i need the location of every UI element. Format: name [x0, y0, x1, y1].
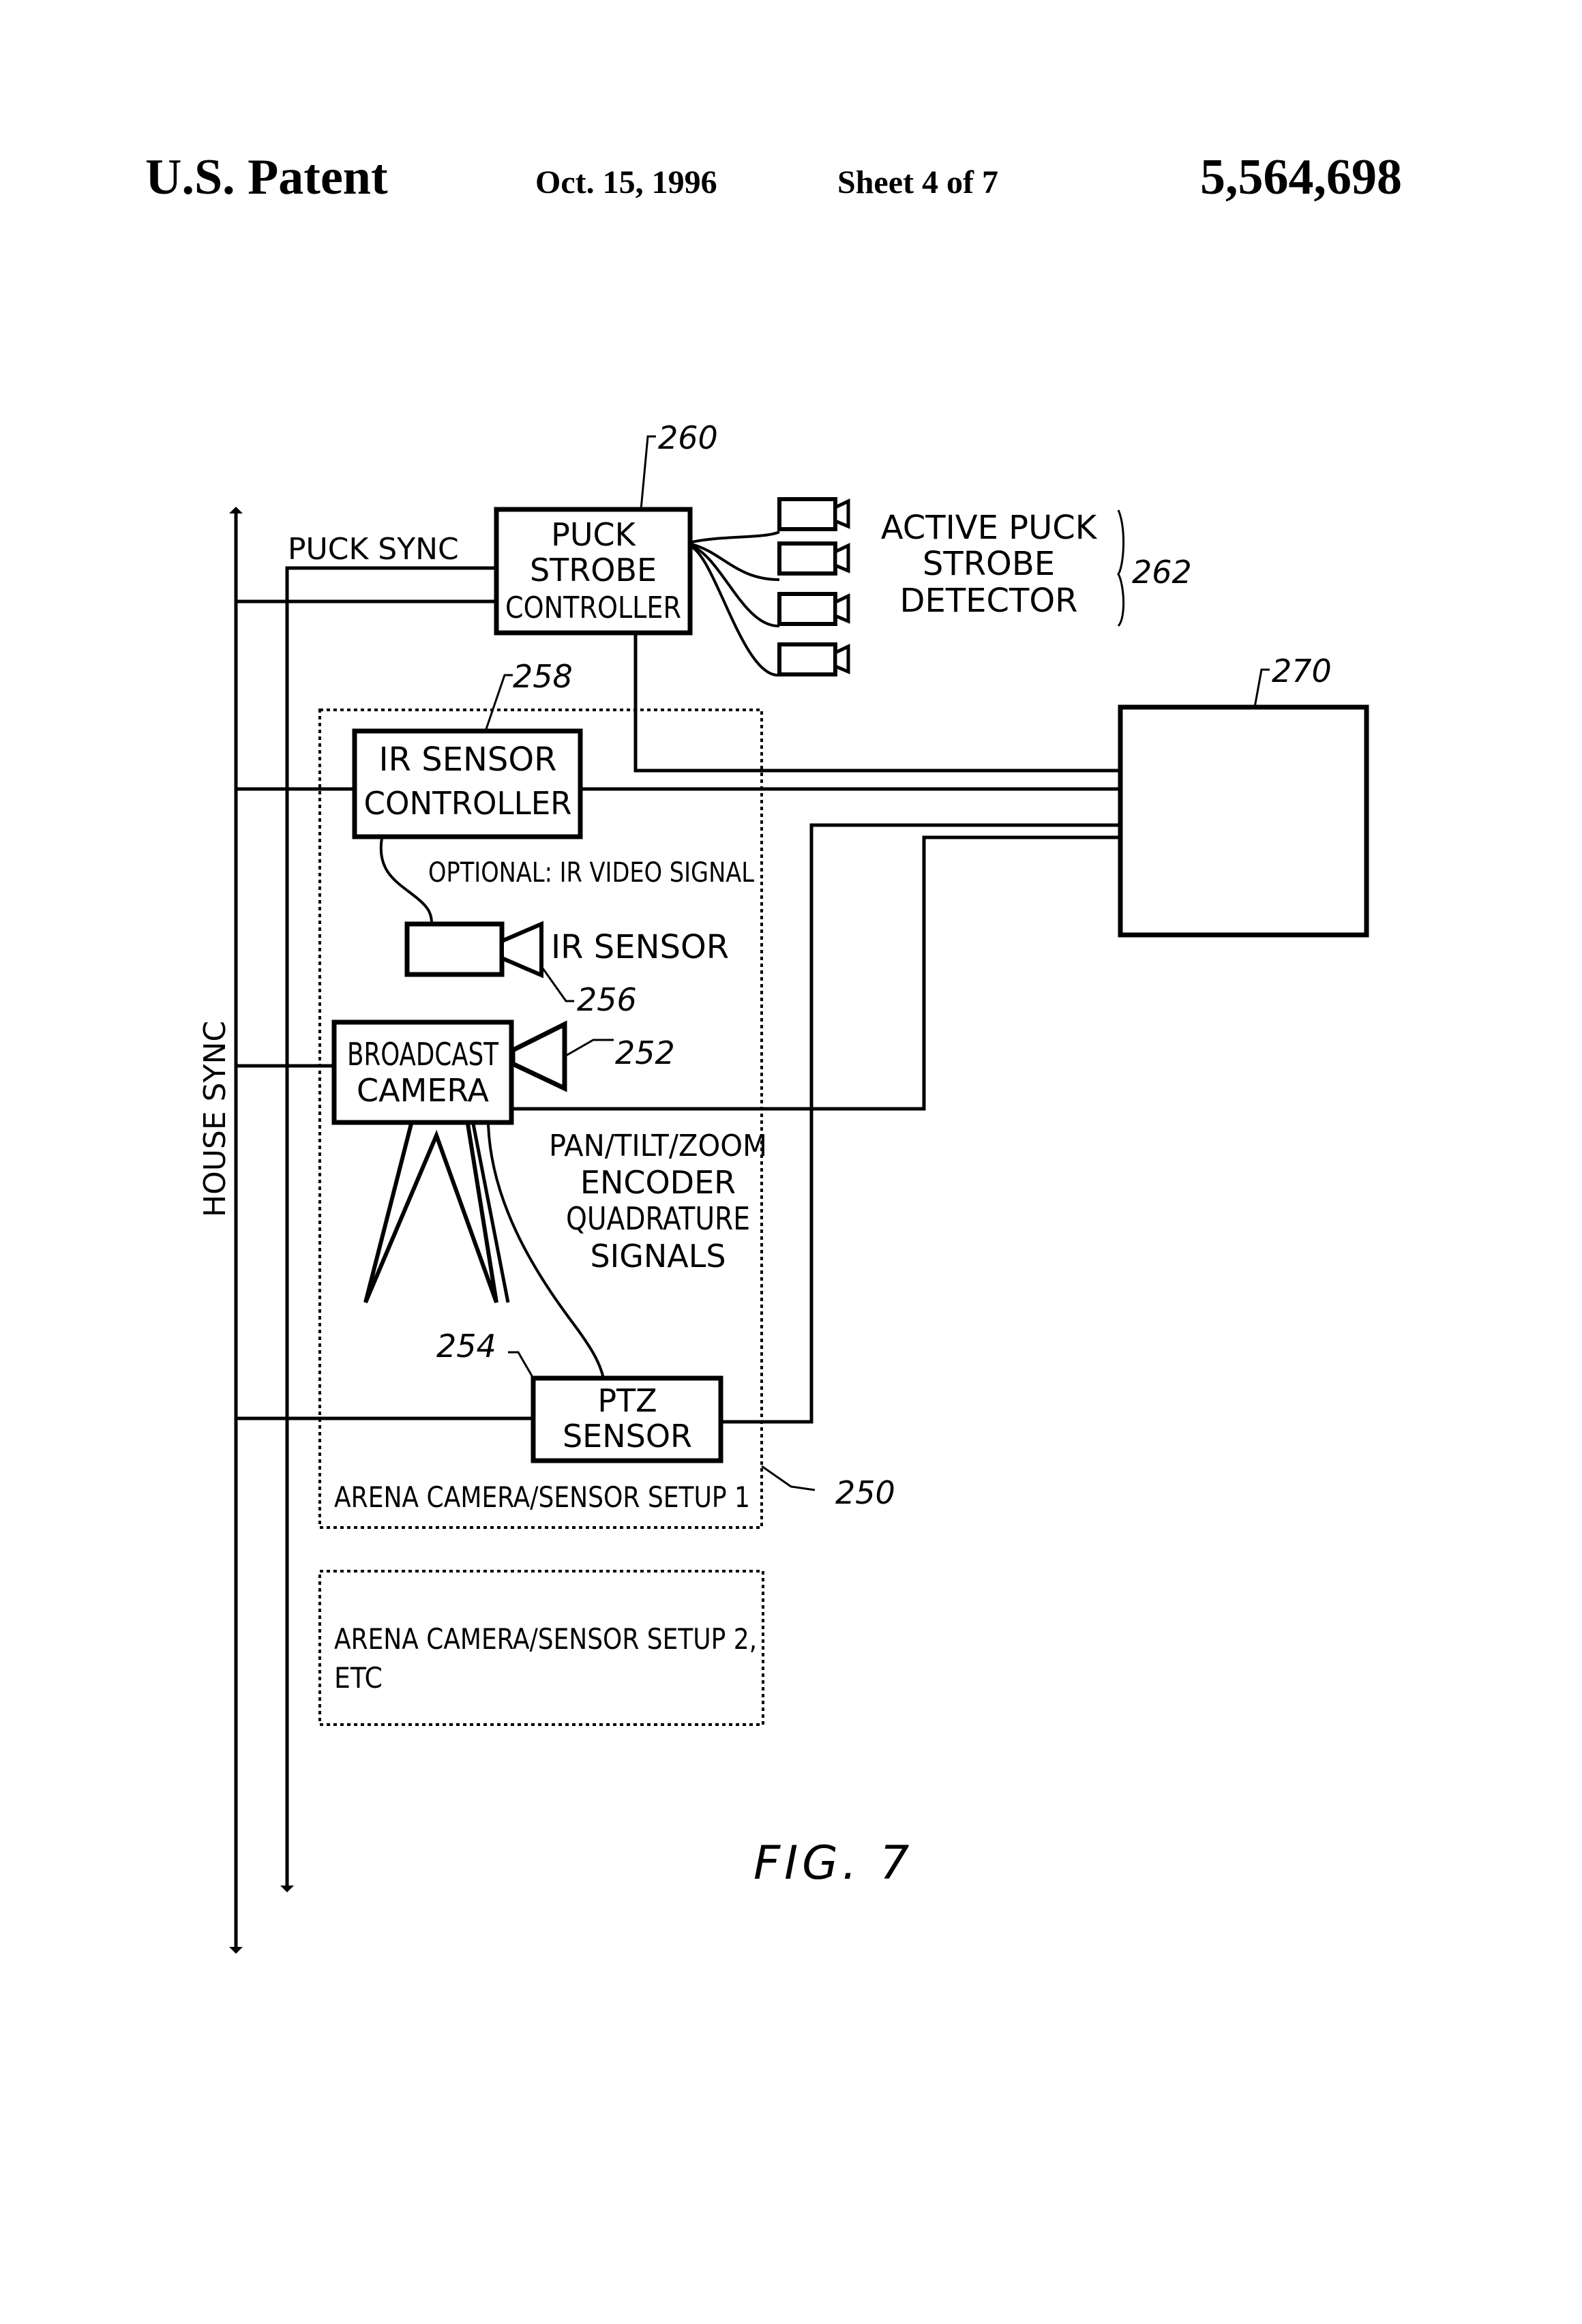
strobe-detector-2 — [777, 541, 850, 576]
detector-wire-2 — [691, 543, 780, 581]
ptz-encoder-signal-wire — [487, 1123, 605, 1379]
detector-label-line-1: ACTIVE PUCK — [881, 509, 1098, 547]
ref-256-leader — [541, 968, 574, 1002]
strobe-detector-3 — [777, 592, 850, 626]
setup-2-line-2: ETC — [334, 1661, 383, 1695]
ref-250: 250 — [835, 1474, 895, 1511]
broadcast-camera-line-2: CAMERA — [357, 1072, 489, 1109]
ptz-sensor-line-1: PTZ — [597, 1382, 657, 1419]
puck-strobe-line-1: PUCK — [551, 516, 637, 553]
ref-258-leader — [484, 674, 513, 732]
puck-sync-label: PUCK SYNC — [288, 532, 459, 567]
ref-270-leader — [1253, 668, 1270, 708]
puck-strobe-line-3: CONTROLLER — [505, 591, 681, 625]
ptz-signals-line-4: SIGNALS — [590, 1238, 726, 1275]
optional-signal-label: OPTIONAL: IR VIDEO SIGNAL — [428, 857, 754, 889]
ref-254: 254 — [436, 1328, 496, 1365]
ptz-signals-line-2: ENCODER — [580, 1164, 736, 1201]
ref-262: 262 — [1132, 554, 1192, 591]
ir-sensor-controller-box: IR SENSOR CONTROLLER — [352, 728, 583, 839]
ir-sensor-label: IR SENSOR — [551, 928, 729, 966]
ref-260: 260 — [658, 419, 718, 456]
ref-254-leader — [508, 1351, 535, 1379]
ir-controller-line-1: IR SENSOR — [378, 741, 556, 779]
processor-box-270 — [1118, 704, 1369, 938]
ptz-to-processor-wire — [721, 823, 1120, 1424]
ptz-signals-line-3: QUADRATURE — [566, 1200, 750, 1237]
detector-label-line-2: STROBE — [923, 545, 1055, 583]
setup-2-line-1: ARENA CAMERA/SENSOR SETUP 2, — [334, 1622, 757, 1656]
house-sync-label: HOUSE SYNC — [198, 1021, 233, 1217]
detector-wire-3 — [691, 544, 780, 628]
ir-controller-line-2: CONTROLLER — [364, 785, 572, 822]
tripod — [363, 1123, 510, 1304]
ptz-signals-line-1: PAN/TILT/ZOOM — [549, 1129, 767, 1163]
strobe-detector-4 — [777, 642, 850, 676]
detector-label-line-3: DETECTOR — [900, 582, 1078, 620]
broadcast-camera-line-1: BROADCAST — [347, 1036, 499, 1073]
puck-strobe-controller-box: PUCK STROBE CONTROLLER — [494, 507, 693, 636]
setup-2-enclosure — [318, 1570, 764, 1726]
ref-260-leader — [640, 435, 656, 510]
strobe-detector-1 — [777, 497, 850, 531]
detector-brace — [1117, 509, 1124, 627]
puck-sync-line — [280, 566, 495, 1892]
ir-sensor — [404, 921, 543, 979]
sheet-number: Sheet 4 of 7 — [837, 164, 998, 200]
ref-256: 256 — [577, 981, 637, 1018]
ptz-sensor-box: PTZ SENSOR — [531, 1375, 723, 1463]
ptz-sensor-line-2: SENSOR — [563, 1418, 692, 1455]
puck-strobe-to-processor-wire — [633, 634, 1120, 773]
ref-250-leader — [761, 1465, 816, 1491]
strobe-detector-group — [690, 497, 850, 677]
detector-wire-1 — [691, 531, 780, 543]
patent-number: 5,564,698 — [1200, 149, 1402, 205]
detector-wire-4 — [690, 546, 780, 677]
camera-to-processor-wire — [513, 835, 1120, 1111]
patent-date: Oct. 15, 1996 — [535, 164, 717, 200]
ref-258: 258 — [513, 658, 573, 695]
broadcast-camera: BROADCAST CAMERA — [331, 1019, 567, 1125]
ref-252: 252 — [615, 1034, 675, 1071]
ref-252-leader — [565, 1039, 614, 1057]
setup-1-enclosure — [318, 709, 763, 1529]
ref-270: 270 — [1272, 653, 1332, 689]
puck-strobe-line-2: STROBE — [530, 552, 657, 589]
setup-1-label: ARENA CAMERA/SENSOR SETUP 1 — [334, 1480, 750, 1514]
figure-caption: FIG. 7 — [753, 1836, 913, 1890]
ir-video-signal-wire — [379, 837, 433, 925]
patent-title: U.S. Patent — [145, 149, 388, 205]
